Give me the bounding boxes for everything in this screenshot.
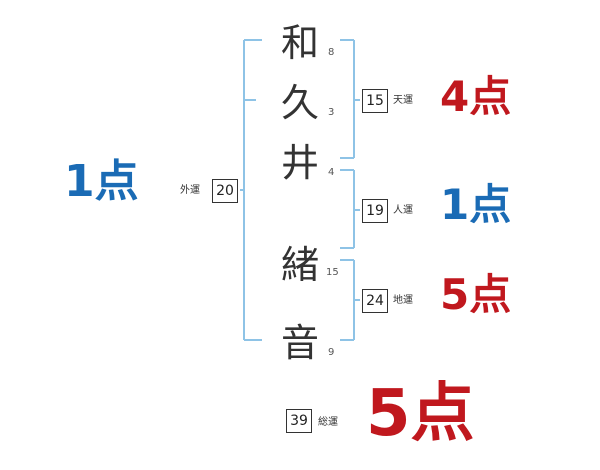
stroke-count-4: 15 [326,267,339,278]
tenun-value-box: 15 [362,89,388,113]
gaiun-value-box: 20 [212,179,238,203]
name-char-3: 井 [280,141,319,185]
souun-label: 総運 [318,417,338,428]
tenun-label: 天運 [393,95,413,106]
gaiun-bracket [240,39,262,341]
name-char-2: 久 [280,81,319,125]
jinun-value-box: 19 [362,199,388,223]
stroke-count-2: 3 [328,107,335,118]
gaiun-score: 1点 [64,156,139,207]
chiun-score: 5点 [440,270,512,319]
tenun-bracket [340,39,360,159]
stroke-count-1: 8 [328,47,335,58]
gaiun-label: 外運 [180,185,200,196]
souun-value-box: 39 [286,409,312,433]
name-char-4: 緒 [280,243,319,287]
chiun-bracket [340,259,360,341]
stroke-count-3: 4 [328,167,335,178]
chiun-label: 地運 [393,295,413,306]
jinun-label: 人運 [393,205,413,216]
souun-score: 5点 [366,377,475,451]
stroke-count-5: 9 [328,347,335,358]
name-char-1: 和 [280,21,319,65]
name-char-5: 音 [280,321,319,365]
jinun-bracket [340,169,360,249]
jinun-score: 1点 [440,180,512,229]
tenun-score: 4点 [440,72,512,121]
chiun-value-box: 24 [362,289,388,313]
